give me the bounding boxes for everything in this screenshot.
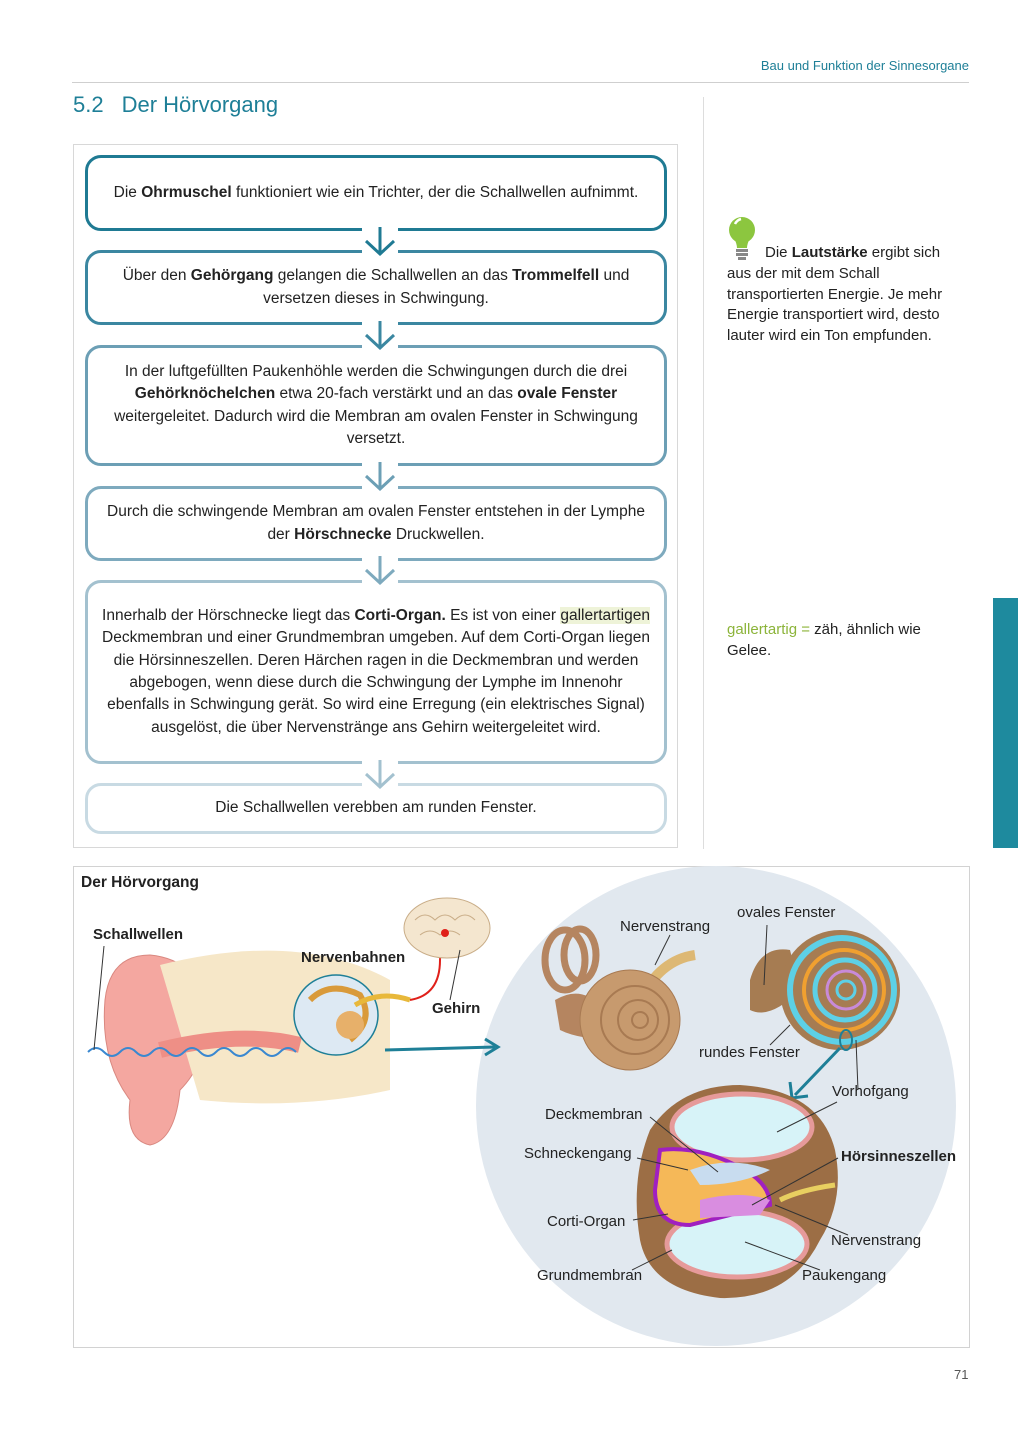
label-gehirn: Gehirn xyxy=(432,1000,481,1017)
bold-term: Gehörgang xyxy=(190,267,274,285)
cochlea-external xyxy=(541,925,696,1071)
lightbulb-icon xyxy=(729,217,755,260)
running-head: Bau und Funktion der Sinnesorgane xyxy=(760,58,969,73)
figure-frame xyxy=(73,866,970,1348)
text-segment: funktioniert wie ein Trichter, der die S… xyxy=(231,183,639,201)
glossary-note: gallertartig = zäh, ähnlich wie Gelee. xyxy=(727,620,962,662)
header-rule xyxy=(72,82,969,83)
label-corti-organ: Corti-Organ xyxy=(547,1213,626,1230)
flow-step-text: Innerhalb der Hörschnecke liegt das Cort… xyxy=(102,605,650,739)
text-segment: weitergeleitet. Dadurch wird die Membran… xyxy=(114,407,638,447)
label-schneckengang: Schneckengang xyxy=(524,1145,632,1162)
label-nervenstrang-bottom: Nervenstrang xyxy=(831,1232,922,1249)
bold-term: ovale Fenster xyxy=(517,385,618,403)
column-divider xyxy=(703,97,704,849)
figure-title: Der Hörvorgang xyxy=(81,874,199,891)
text-segment: und versetzen dieses in Schwingung. xyxy=(263,267,630,307)
label-hoersinneszellen: Hörsinneszellen xyxy=(841,1148,957,1165)
label-rundes-fenster: rundes Fenster xyxy=(699,1044,800,1061)
label-ovales-fenster: ovales Fenster xyxy=(737,904,836,921)
text-segment: Innerhalb der Hörschnecke liegt das xyxy=(102,607,355,625)
flow-arrow-icon xyxy=(362,227,398,257)
ear-illustration xyxy=(87,934,501,1146)
text-segment: Die xyxy=(113,183,142,201)
flow-step: Durch die schwingende Membran am ovalen … xyxy=(85,486,667,561)
page-number: 71 xyxy=(954,1367,969,1382)
cochlea-cross-section xyxy=(750,930,900,1100)
section-title: 5.2 Der Hörvorgang xyxy=(73,92,278,118)
glossary-separator: = xyxy=(797,621,815,638)
bold-term: Trommelfell xyxy=(512,267,600,285)
flow-arrow-icon xyxy=(362,556,398,586)
section-number: 5.2 xyxy=(73,92,104,117)
label-grundmembran: Grundmembran xyxy=(537,1267,643,1284)
brain-icon xyxy=(403,897,491,959)
flow-step-text: Die Ohrmuschel funktioniert wie ein Tric… xyxy=(114,182,639,204)
label-leaders xyxy=(631,1101,849,1271)
flow-step-text: Über den Gehörgang gelangen die Schallwe… xyxy=(106,265,646,310)
flow-step-text: Durch die schwingende Membran am ovalen … xyxy=(106,501,646,546)
tip-text: Die Lautstärke ergibt sich aus der mit d… xyxy=(727,216,967,347)
text-segment: Durch die schwingende Membran am ovalen … xyxy=(107,503,645,543)
tip-text-pre: Die xyxy=(765,244,792,261)
bold-term: Hörschnecke xyxy=(294,525,392,543)
tip-text-post: ergibt sich aus der mit dem Schall trans… xyxy=(727,244,943,345)
glossary-definition: zäh, ähnlich wie Gelee. xyxy=(727,621,921,659)
label-schallwellen: Schallwellen xyxy=(93,926,184,943)
label-nervenstrang-top: Nervenstrang xyxy=(620,918,711,935)
label-nervenbahnen: Nervenbahnen xyxy=(301,949,406,966)
text-segment: Die Schallwellen verebben am runden Fens… xyxy=(215,799,537,817)
text-segment: gelangen die Schallwellen an das xyxy=(273,267,513,285)
bold-term: Gehörknöchelchen xyxy=(134,385,276,403)
text-segment: Es ist von einer xyxy=(445,607,561,625)
glossary-highlight: gallertartigen xyxy=(560,607,650,625)
label-paukengang: Paukengang xyxy=(802,1267,887,1284)
text-segment: etwa 20-fach verstärkt und an das xyxy=(275,385,518,403)
flow-step: Innerhalb der Hörschnecke liegt das Cort… xyxy=(85,580,667,764)
text-segment: Druckwellen. xyxy=(391,525,485,543)
bold-term: Ohrmuschel xyxy=(141,183,232,201)
flow-arrow-icon xyxy=(362,462,398,492)
flow-arrow-icon xyxy=(362,760,398,790)
glossary-term: gallertartig xyxy=(727,621,798,638)
flow-step-text: Die Schallwellen verebben am runden Fens… xyxy=(215,797,536,819)
tip-keyword: Lautstärke xyxy=(791,244,868,261)
tip-note: Die Lautstärke ergibt sich aus der mit d… xyxy=(727,216,967,347)
flow-frame xyxy=(73,144,678,848)
label-deckmembran: Deckmembran xyxy=(545,1106,643,1123)
text-segment: In der luftgefüllten Paukenhöhle werden … xyxy=(124,362,628,380)
corti-organ-illustration xyxy=(636,1085,838,1299)
text-segment: Über den xyxy=(122,267,191,285)
label-vorhofgang: Vorhofgang xyxy=(832,1083,909,1100)
flow-arrow-icon xyxy=(362,321,398,351)
section-title-text: Der Hörvorgang xyxy=(121,92,279,117)
bold-term: Corti-Organ. xyxy=(354,607,446,625)
chapter-tab xyxy=(993,598,1018,848)
text-segment: Deckmembran und einer Grundmembran umgeb… xyxy=(102,629,650,736)
flow-step-text: In der luftgefüllten Paukenhöhle werden … xyxy=(106,361,646,450)
